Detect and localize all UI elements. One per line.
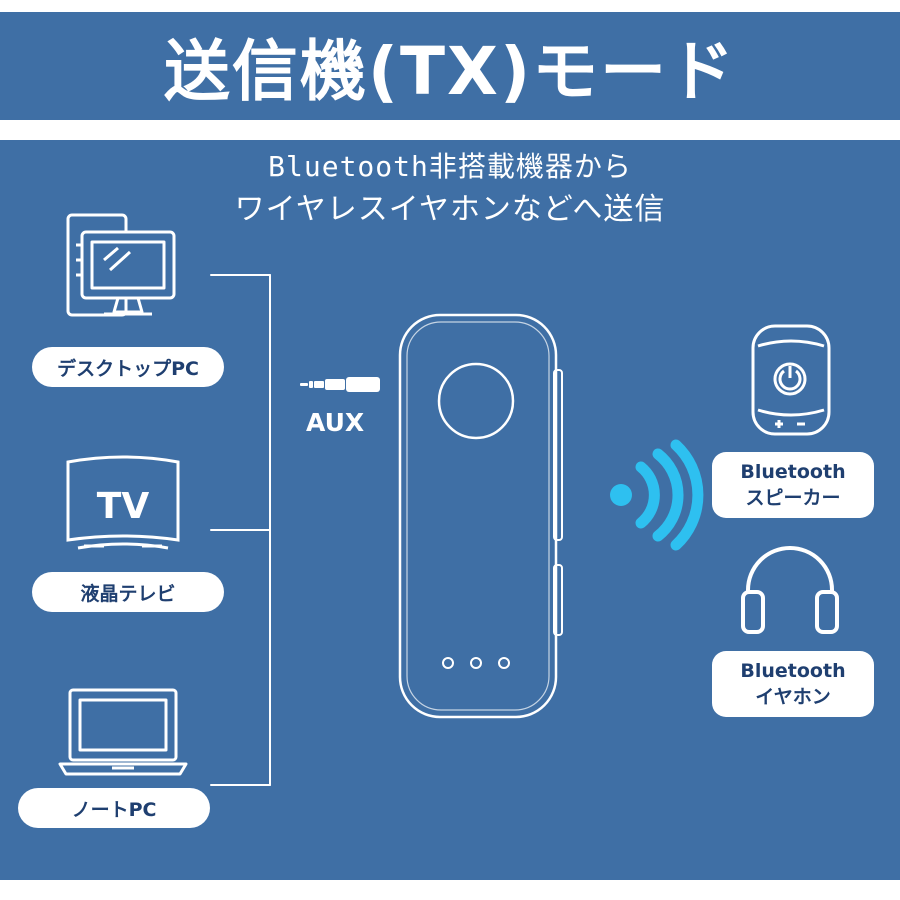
target-label-headphones: Bluetooth イヤホン bbox=[712, 651, 874, 717]
connector-lines bbox=[210, 274, 271, 786]
tv-icon-text: TV bbox=[97, 486, 150, 527]
title-band bbox=[0, 12, 900, 120]
target-headphones-line-2: イヤホン bbox=[755, 686, 831, 708]
desktop-pc-icon bbox=[66, 213, 176, 317]
source-label-desktop-pc: デスクトップPC bbox=[32, 347, 224, 387]
source-label-tv: 液晶テレビ bbox=[32, 572, 224, 612]
wireless-signal-icon bbox=[610, 439, 704, 551]
device-button bbox=[437, 362, 515, 440]
intro-line-1: Bluetooth非搭載機器から bbox=[268, 150, 632, 183]
aux-label: AUX bbox=[306, 408, 365, 437]
page-title: 送信機(TX)モード bbox=[163, 33, 737, 110]
laptop-icon bbox=[58, 688, 188, 776]
speaker-icon bbox=[751, 324, 831, 436]
target-speaker-line-2: スピーカー bbox=[745, 487, 841, 509]
target-label-speaker: Bluetooth スピーカー bbox=[712, 452, 874, 518]
target-headphones-line-1: Bluetooth bbox=[740, 660, 846, 682]
intro-line-2: ワイヤレスイヤホンなどへ送信 bbox=[234, 192, 666, 227]
headphones-icon bbox=[741, 546, 839, 634]
tv-icon bbox=[66, 455, 180, 550]
source-label-laptop: ノートPC bbox=[18, 788, 210, 828]
aux-cable-icon bbox=[300, 377, 380, 392]
target-speaker-line-1: Bluetooth bbox=[740, 461, 846, 483]
transmitter-device bbox=[398, 313, 563, 719]
